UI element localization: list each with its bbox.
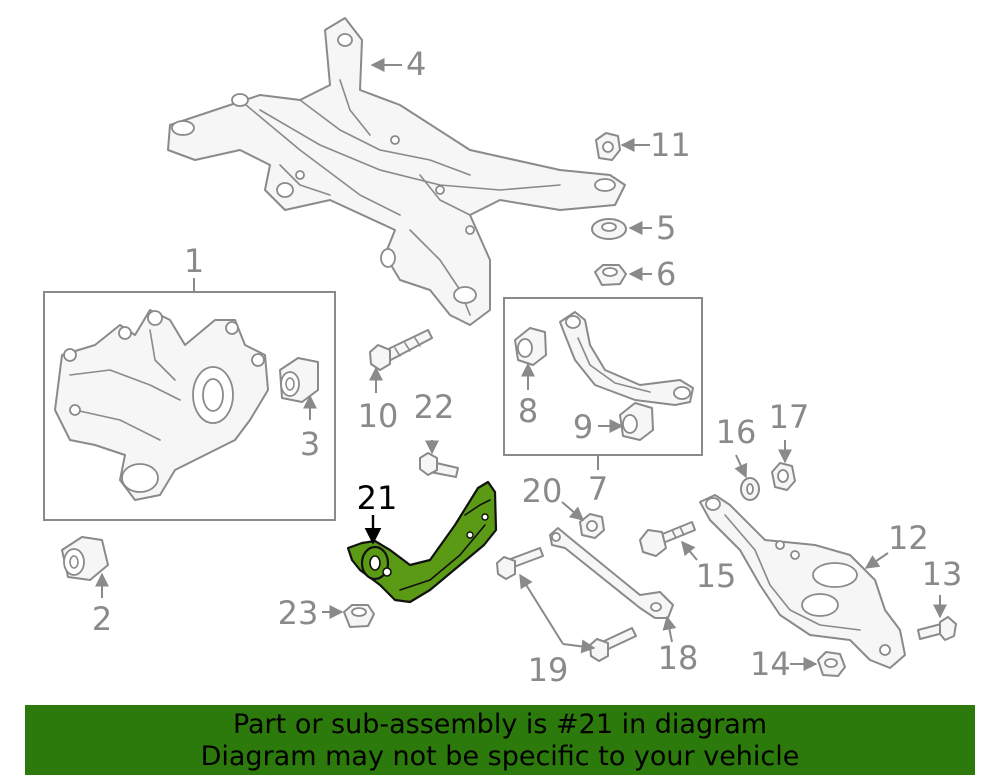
part-10-bolt[interactable]	[369, 329, 433, 371]
callout-19: 19	[528, 651, 569, 689]
subframe-crossmember[interactable]	[167, 17, 626, 326]
part-22-bolt[interactable]	[419, 452, 459, 478]
part-9-bushing[interactable]	[619, 402, 654, 441]
part-knuckle[interactable]	[54, 309, 269, 501]
part-19-bolt-a[interactable]	[496, 547, 544, 580]
part-13-bolt[interactable]	[917, 616, 957, 641]
callout-8: 8	[518, 392, 538, 430]
knuckle-assembly-box	[43, 291, 336, 521]
callout-21: 21	[357, 479, 398, 517]
part-17-nut[interactable]	[771, 462, 796, 491]
callout-4: 4	[406, 45, 426, 83]
banner-line-2: Diagram may not be specific to your vehi…	[200, 741, 800, 772]
callout-22: 22	[414, 388, 455, 426]
part-16-washer[interactable]	[740, 477, 760, 501]
banner-line-1: Part or sub-assembly is #21 in diagram	[232, 709, 768, 740]
callout-2: 2	[92, 600, 112, 638]
callout-numbers: 1 2 3 4 5 6 7 8 9 10 11 12 13 14 15 16 1…	[92, 45, 963, 689]
part-15-bolt[interactable]	[639, 521, 696, 557]
callout-11: 11	[650, 126, 691, 164]
info-banner: Part or sub-assembly is #21 in diagram D…	[25, 705, 975, 775]
part-3-bushing[interactable]	[279, 357, 319, 403]
part-19-bolt-b[interactable]	[589, 627, 637, 662]
callout-16: 16	[716, 413, 757, 451]
part-20-nut[interactable]	[579, 513, 605, 539]
callout-9: 9	[573, 408, 593, 446]
callout-5: 5	[656, 209, 676, 247]
arm-assembly-box	[503, 297, 703, 456]
callout-10: 10	[358, 397, 399, 435]
callout-17: 17	[769, 398, 810, 436]
callout-23: 23	[278, 594, 319, 632]
part-upper-arm[interactable]	[559, 311, 694, 406]
part-5-washer[interactable]	[591, 218, 627, 240]
leader-lines	[95, 58, 947, 671]
callout-12: 12	[888, 519, 929, 557]
part-11-nut[interactable]	[595, 132, 621, 161]
callout-13: 13	[922, 555, 963, 593]
part-12-lower-arm[interactable]	[699, 494, 906, 669]
part-14-nut[interactable]	[817, 651, 846, 677]
callout-7: 7	[588, 470, 608, 508]
part-2-bushing[interactable]	[61, 536, 109, 581]
callout-18: 18	[658, 639, 699, 677]
part-6-nut[interactable]	[594, 264, 627, 286]
callout-1: 1	[184, 242, 204, 280]
part-21-highlighted-arm[interactable]	[346, 480, 498, 604]
callout-15: 15	[696, 557, 737, 595]
callout-6: 6	[656, 255, 676, 293]
callout-20: 20	[522, 472, 563, 510]
part-8-bushing[interactable]	[514, 327, 547, 366]
parts-diagram: 1 2 3 4 5 6 7 8 9 10 11 12 13 14 15 16 1…	[43, 17, 963, 689]
part-23-nut[interactable]	[343, 604, 375, 628]
callout-14: 14	[750, 645, 791, 683]
part-18-link[interactable]	[549, 527, 674, 619]
callout-3: 3	[300, 425, 320, 463]
